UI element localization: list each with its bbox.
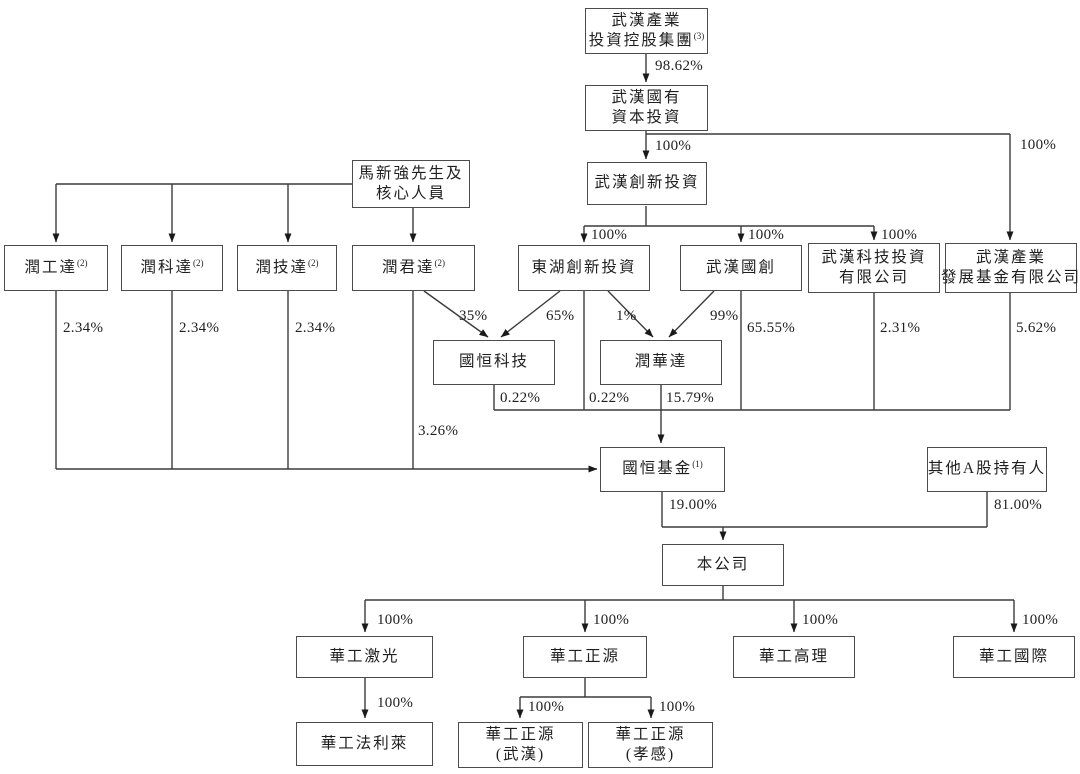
node-wuhan-state-capital: 武漢國有 資本投資	[585, 85, 708, 131]
node-guoheng-keji: 國恒科技	[433, 340, 555, 385]
edge-label-ghkj-fund: 0.22%	[500, 390, 541, 406]
edge-label-zhengyuan-wuhan: 100%	[528, 699, 565, 715]
edge-label-chuangxin-guochuang: 100%	[748, 227, 785, 243]
node-rungongda: 潤工達(2)	[4, 245, 108, 291]
edge-label-runkeda-fund: 2.34%	[179, 320, 220, 336]
edge-label-guoyou-chuangxin: 100%	[655, 138, 692, 154]
edge-label-donghu-ghkj: 65%	[546, 308, 575, 324]
footnote-marker: (3)	[693, 30, 705, 41]
edge-label-runjida-fund: 2.34%	[295, 320, 336, 336]
edge-label-holding-guoyou: 98.62%	[655, 58, 704, 74]
node-our-company: 本公司	[662, 544, 784, 586]
edge-label-guochuang-fund: 65.55%	[747, 320, 796, 336]
node-hg-gaoli: 華工高理	[733, 636, 855, 678]
edge-label-company-zhengyuan: 100%	[593, 612, 630, 628]
edge-label-donghu-runhuada: 1%	[616, 308, 637, 324]
node-runhuada: 潤華達	[600, 340, 722, 385]
node-runkeda: 潤科達(2)	[121, 245, 223, 291]
edge-label-rungongda-fund: 2.34%	[63, 320, 104, 336]
edge-label-guochuang-runhuada: 99%	[710, 308, 739, 324]
node-ma-xinqiang-core-staff: 馬新強先生及 核心人員	[352, 160, 470, 208]
edge-label-runhuada-fund: 15.79%	[666, 390, 715, 406]
edge-label-laser-farley: 100%	[377, 695, 414, 711]
edge-label-company-intl: 100%	[1022, 612, 1059, 628]
edge-label-keji-fund: 2.31%	[880, 320, 921, 336]
node-wuhan-guochuang: 武漢國創	[680, 245, 802, 291]
footnote-marker: (2)	[308, 257, 319, 268]
edge-label-fund-company: 19.00%	[669, 497, 718, 513]
node-wuhan-tech-investment: 武漢科技投資 有限公司	[808, 243, 940, 293]
node-other-a-shareholders: 其他A股持有人	[927, 447, 1047, 492]
edge-label-company-gaoli: 100%	[802, 612, 839, 628]
edge-label-runjunda-ghkj: 35%	[459, 308, 488, 324]
edge-label-other-company: 81.00%	[994, 497, 1043, 513]
edge-label-company-laser: 100%	[377, 612, 414, 628]
edge-label-chuangxin-keji: 100%	[881, 227, 918, 243]
node-donghu-innovation-investment: 東湖創新投資	[518, 245, 650, 291]
node-wuhan-innovation-investment: 武漢創新投資	[587, 162, 707, 205]
node-wuhan-industry-development-fund: 武漢產業 發展基金有限公司	[941, 243, 1079, 293]
edge-label-guoyou-fazhan: 100%	[1020, 137, 1057, 153]
edge-label-zhengyuan-xiaogan: 100%	[659, 699, 696, 715]
footnote-marker: (2)	[193, 257, 204, 268]
node-runjunda: 潤君達(2)	[352, 245, 475, 291]
node-hg-international: 華工國際	[953, 636, 1075, 678]
footnote-marker: (2)	[434, 257, 446, 268]
edge-label-donghu-fund: 0.22%	[589, 390, 630, 406]
node-hg-zhengyuan: 華工正源	[523, 636, 647, 678]
node-hg-laser: 華工激光	[296, 636, 433, 678]
edge-label-runjunda-fund: 3.26%	[418, 423, 459, 439]
footnote-marker: (1)	[692, 459, 703, 470]
edge-label-fazhan-fund: 5.62%	[1016, 320, 1057, 336]
footnote-marker: (2)	[77, 257, 88, 268]
node-hg-farley: 華工法利萊	[296, 722, 433, 766]
node-wuhan-industry-holding-group: 武漢產業 投資控股集團(3)	[585, 8, 708, 54]
node-hg-zhengyuan-xiaogan: 華工正源 (孝感)	[588, 722, 713, 768]
node-guoheng-fund: 國恒基金(1)	[600, 447, 725, 492]
edge-label-chuangxin-donghu: 100%	[591, 227, 628, 243]
node-hg-zhengyuan-wuhan: 華工正源 (武漢)	[458, 722, 583, 768]
node-runjida: 潤技達(2)	[237, 245, 337, 291]
